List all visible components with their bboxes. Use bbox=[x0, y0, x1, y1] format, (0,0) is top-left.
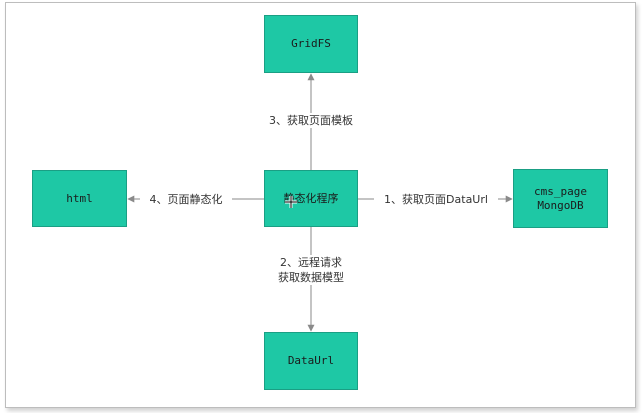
node-cms-page-mongodb[interactable]: cms_page MongoDB bbox=[513, 169, 608, 228]
edge-label-get-dataurl: 1、获取页面DataUrl bbox=[374, 192, 498, 207]
crosshair-cursor-icon bbox=[285, 196, 297, 208]
edge-label-get-template: 3、获取页面模板 bbox=[256, 113, 366, 128]
node-dataurl[interactable]: DataUrl bbox=[264, 332, 358, 390]
node-static-program[interactable]: 静态化程序 bbox=[264, 170, 358, 227]
edge-label-remote-request: 2、远程请求 获取数据模型 bbox=[257, 255, 365, 285]
edge-label-staticize: 4、页面静态化 bbox=[140, 192, 232, 207]
node-gridfs[interactable]: GridFS bbox=[264, 15, 358, 73]
node-html[interactable]: html bbox=[32, 170, 127, 227]
